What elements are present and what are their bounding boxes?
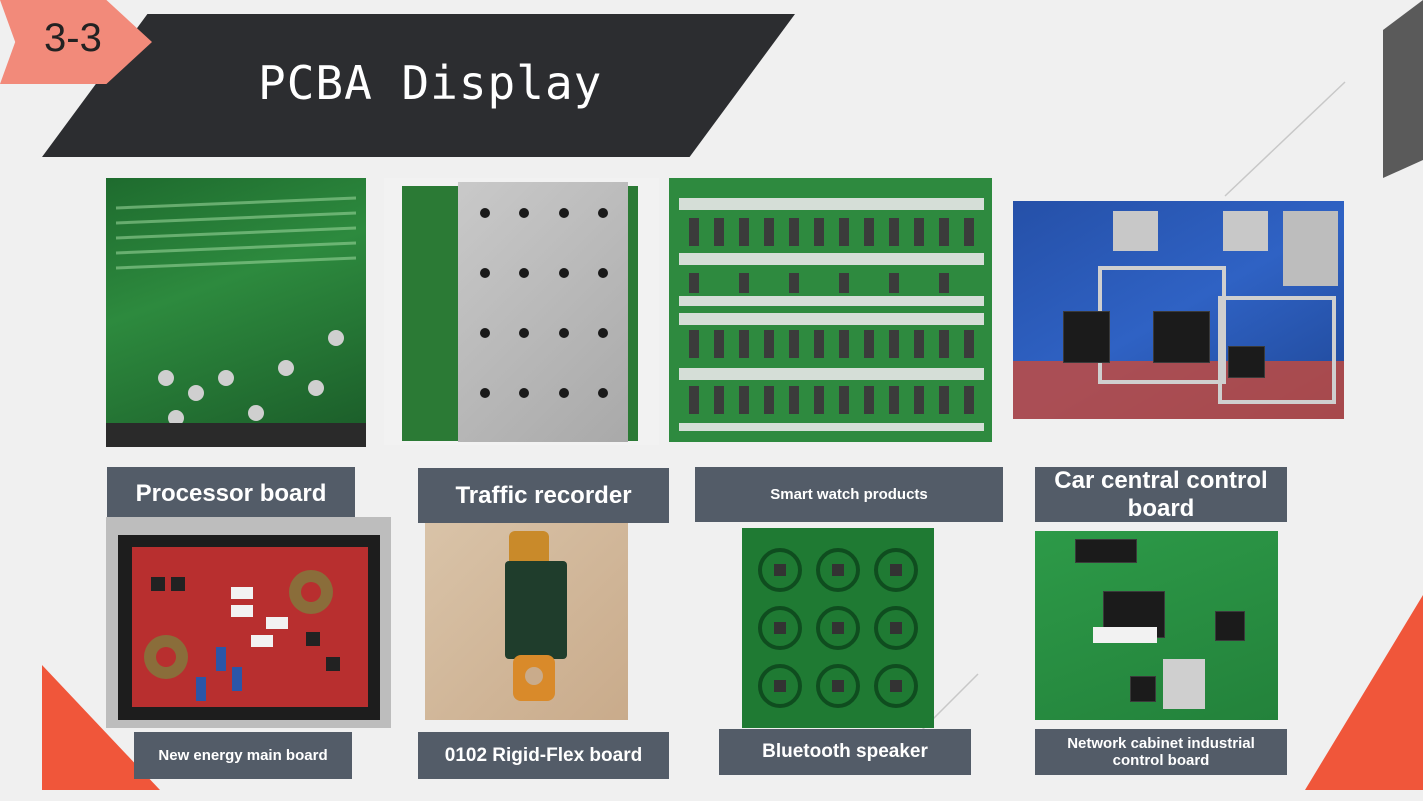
- bottom-right-red-triangle: [1305, 595, 1423, 790]
- page-title: PCBA Display: [258, 56, 603, 110]
- decorative-line-top-right: [1224, 81, 1346, 197]
- product-label-rigid-flex-board: 0102 Rigid-Flex board: [418, 732, 669, 779]
- product-label-processor-board: Processor board: [107, 467, 355, 520]
- product-label-car-central-control-board: Car central control board: [1035, 467, 1287, 522]
- smart-watch-products-photo: [669, 178, 992, 442]
- bluetooth-speaker-photo: [742, 528, 934, 728]
- product-label-smart-watch-products: Smart watch products: [695, 467, 1003, 522]
- top-right-gray-triangle: [1383, 0, 1423, 178]
- new-energy-main-board-photo: [106, 517, 391, 728]
- bottom-left-red-triangle: [42, 665, 160, 790]
- section-tag-label: 3-3: [44, 16, 102, 60]
- product-label-bluetooth-speaker: Bluetooth speaker: [719, 729, 971, 775]
- product-label-traffic-recorder: Traffic recorder: [418, 468, 669, 523]
- processor-board-photo: [106, 178, 366, 447]
- product-label-network-cabinet-industrial-control-board: Network cabinet industrial control board: [1035, 729, 1287, 775]
- network-cabinet-control-board-photo: [1035, 531, 1278, 720]
- rigid-flex-board-photo: [425, 523, 628, 720]
- car-central-control-board-photo: [1013, 201, 1344, 419]
- title-banner: [42, 14, 795, 157]
- traffic-recorder-photo: [384, 178, 659, 445]
- product-label-new-energy-main-board: New energy main board: [134, 732, 352, 779]
